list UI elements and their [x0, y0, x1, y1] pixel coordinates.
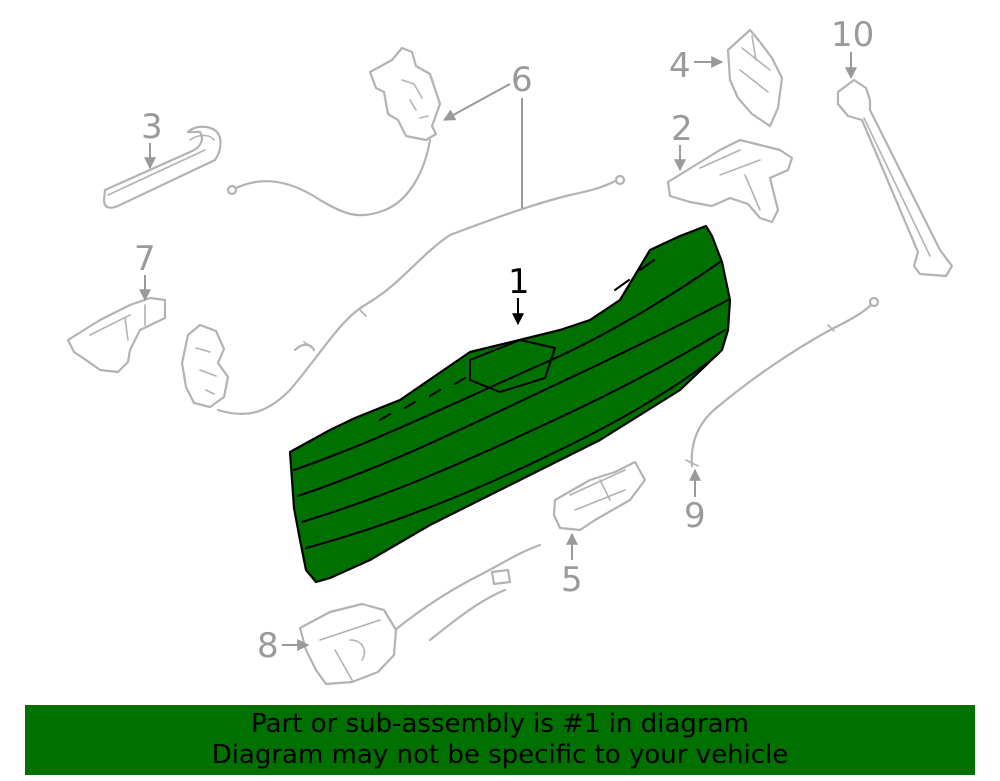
callout-4: 4 [669, 46, 691, 86]
callout-8: 8 [257, 626, 279, 666]
part-7-bracket [66, 296, 167, 374]
cable-9-end [868, 296, 880, 308]
parts-diagram: 1 2 3 4 5 6 7 8 9 10 [66, 15, 954, 686]
part-6-latch-bracket [368, 46, 442, 142]
part-8-latch-assembly [298, 543, 542, 686]
cable-end-fitting [226, 184, 238, 196]
callout-5: 5 [561, 560, 583, 600]
callout-10: 10 [831, 15, 874, 55]
banner-line-part: Part or sub-assembly is #1 in diagram [251, 709, 749, 739]
callout-2: 2 [671, 109, 693, 149]
leader-6 [442, 83, 511, 121]
callout-6: 6 [511, 60, 533, 100]
part-1-liftgate-panel [288, 224, 732, 584]
banner-line-disclaimer: Diagram may not be specific to your vehi… [211, 740, 789, 770]
part-1-panel-body [288, 224, 732, 584]
cable-end-fitting-right [614, 174, 626, 186]
part-5-release-switch [552, 460, 647, 532]
callout-7: 7 [134, 239, 156, 279]
part-10-support-strut [836, 78, 954, 278]
part-3-exterior-handle [102, 125, 222, 209]
callout-9: 9 [684, 496, 706, 536]
part-2-hinge [666, 138, 794, 224]
callout-3: 3 [141, 107, 163, 147]
part-4-hinge-bracket [726, 28, 784, 128]
callout-1: 1 [508, 262, 530, 302]
info-banner: Part or sub-assembly is #1 in diagram Di… [25, 705, 975, 775]
cable-9 [685, 296, 880, 468]
rear-latch-actuator [180, 323, 316, 409]
